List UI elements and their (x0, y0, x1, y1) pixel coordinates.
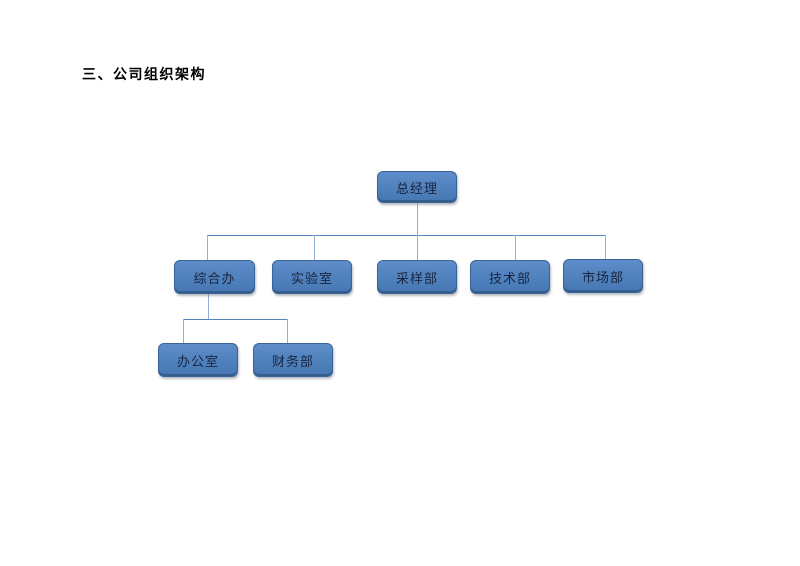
org-node-technical-dept: 技术部 (470, 260, 550, 294)
connector-drop-caiwubu (287, 319, 288, 343)
org-node-laboratory: 实验室 (272, 260, 352, 294)
org-node-finance-dept: 财务部 (253, 343, 333, 377)
org-node-sampling-dept: 采样部 (377, 260, 457, 294)
connector-root-stem (417, 203, 418, 235)
connector-drop-jishubu (515, 235, 516, 260)
connector-drop-shiyanshi (314, 235, 315, 260)
connector-level3-rail (183, 319, 288, 320)
org-node-general-manager: 总经理 (377, 171, 457, 203)
connector-drop-shichangbu (605, 235, 606, 260)
connector-drop-zonghebao (207, 235, 208, 260)
connector-zonghebao-stem (208, 294, 209, 319)
section-title: 三、公司组织架构 (82, 68, 206, 83)
connector-drop-caiyangbu (417, 235, 418, 260)
connector-level2-rail (207, 235, 606, 236)
org-node-office: 办公室 (158, 343, 238, 377)
connector-drop-bangongshi (183, 319, 184, 343)
org-node-general-office: 综合办 (174, 260, 255, 294)
org-node-marketing-dept: 市场部 (563, 259, 643, 293)
